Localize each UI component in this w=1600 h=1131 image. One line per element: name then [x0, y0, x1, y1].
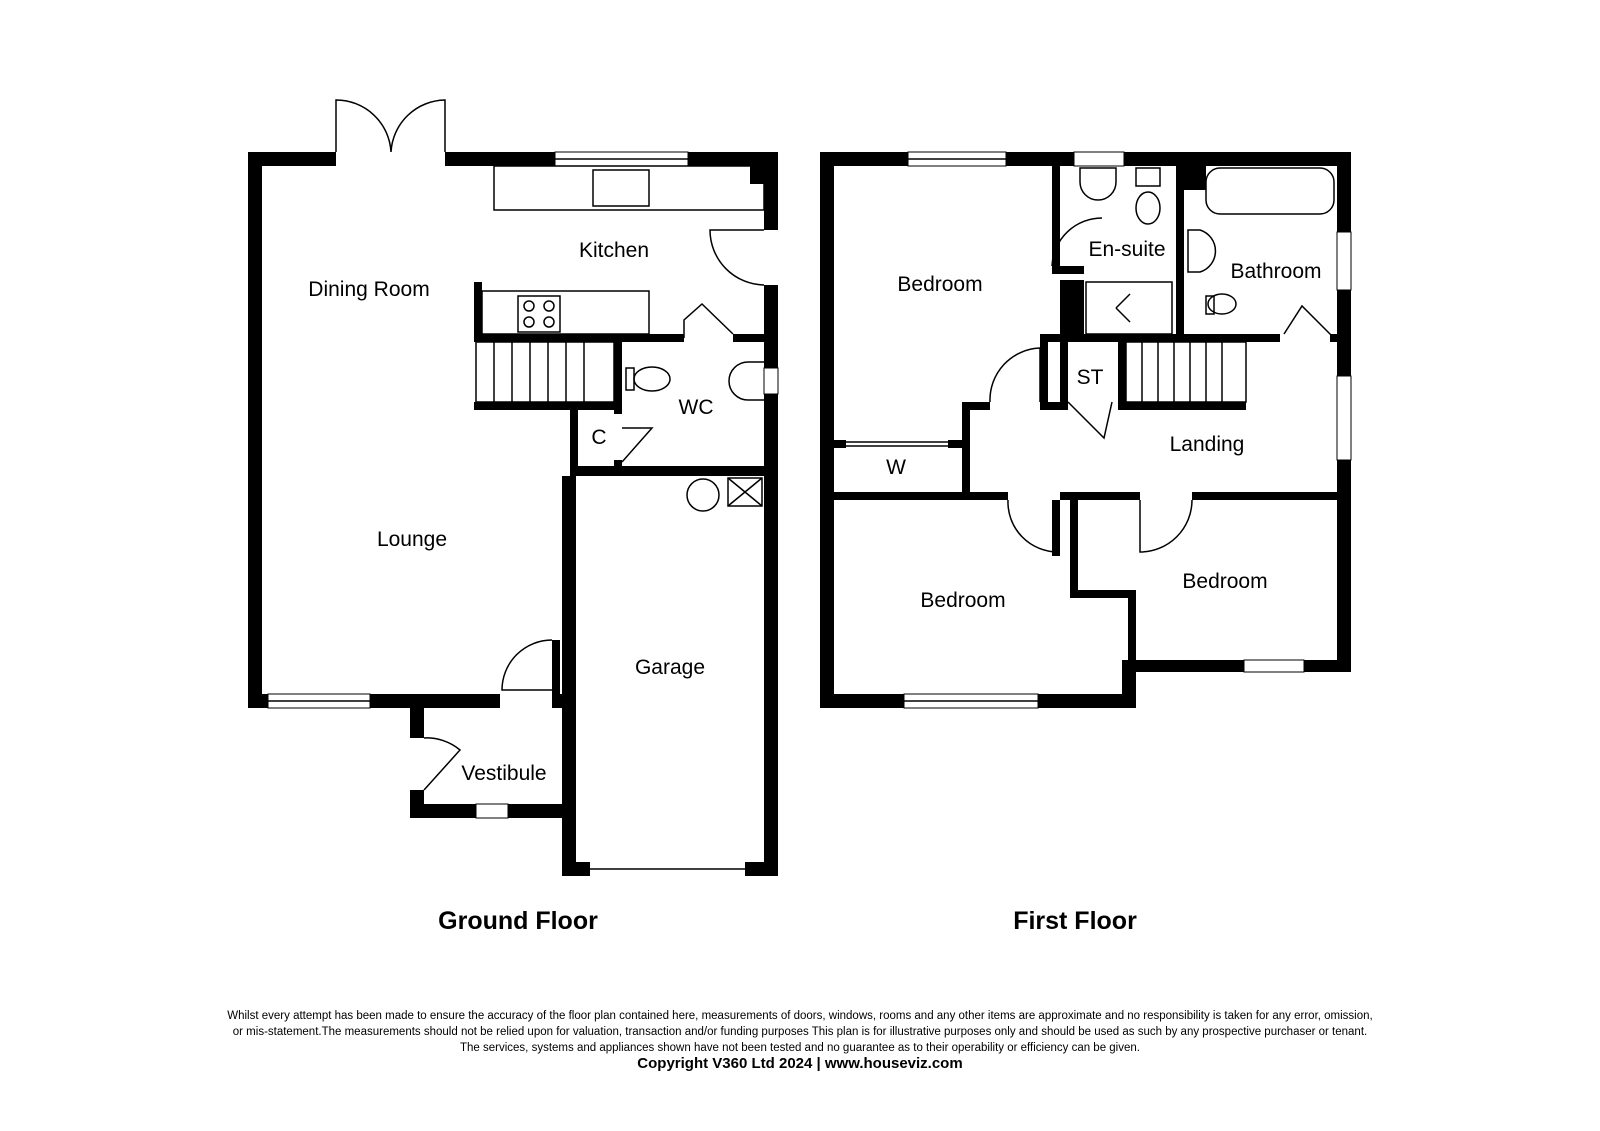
- ground-floor-plan: Dining Room Kitchen WC C Lounge Garage V…: [248, 99, 779, 935]
- room-bedroom-1: Bedroom: [897, 273, 982, 296]
- lounge-door: [501, 639, 553, 691]
- wc-fixtures: [625, 361, 764, 401]
- boiler-icons: [686, 477, 763, 512]
- copyright: Copyright V360 Ltd 2024 | www.houseviz.c…: [637, 1055, 963, 1072]
- ensuite-door: [1051, 217, 1103, 267]
- vestibule-door: [423, 737, 462, 791]
- kitchen-worktop-2: [481, 290, 650, 335]
- landing-stairs: [1125, 341, 1247, 403]
- room-dining-room: Dining Room: [308, 278, 429, 301]
- vestibule-window: [475, 803, 509, 819]
- room-wardrobe: W: [886, 456, 906, 479]
- room-vestibule: Vestibule: [461, 762, 546, 785]
- stairs: [475, 341, 615, 403]
- ensuite-fixtures: [1079, 167, 1173, 335]
- wardrobe-sliding-doors: [846, 441, 948, 447]
- cupboard-door: [621, 427, 654, 463]
- hob-icon: [517, 295, 561, 333]
- sink-icon: [592, 169, 650, 207]
- room-wc: WC: [679, 396, 714, 419]
- disclaimer-line-3: The services, systems and appliances sho…: [460, 1042, 1140, 1054]
- landing-window: [1336, 375, 1352, 461]
- bathroom-fixtures: [1187, 167, 1335, 315]
- disclaimer-line-2: or mis-statement.The measurements should…: [232, 1026, 1368, 1038]
- kitchen-worktop: [493, 165, 765, 211]
- room-bathroom: Bathroom: [1230, 260, 1321, 283]
- room-cupboard: C: [591, 426, 606, 449]
- first-floor-title: First Floor: [1013, 907, 1137, 935]
- room-kitchen: Kitchen: [579, 239, 649, 262]
- wc-window: [763, 367, 779, 395]
- room-bedroom-3: Bedroom: [1182, 570, 1267, 593]
- french-doors: [335, 99, 446, 153]
- first-floor-walls: [820, 152, 1351, 708]
- wc-door: [683, 302, 734, 338]
- room-lounge: Lounge: [377, 528, 447, 551]
- bedroom1-door: [989, 347, 1041, 403]
- room-store: ST: [1077, 366, 1104, 389]
- first-floor-plan: Bedroom En-suite Bathroom ST W Landing B…: [820, 151, 1352, 935]
- store-door: [1067, 401, 1113, 440]
- ground-floor-title: Ground Floor: [438, 907, 598, 935]
- ensuite-window: [1073, 151, 1125, 167]
- disclaimer-line-1: Whilst every attempt has been made to en…: [227, 1010, 1373, 1022]
- bathroom-door: [1283, 304, 1333, 337]
- bathroom-window: [1336, 231, 1352, 291]
- bedroom2-door: [1007, 499, 1059, 553]
- bedroom3-window: [1243, 659, 1305, 673]
- room-bedroom-2: Bedroom: [920, 589, 1005, 612]
- room-garage: Garage: [635, 656, 705, 679]
- kitchen-door: [709, 229, 765, 286]
- disclaimer: Whilst every attempt has been made to en…: [100, 1008, 1500, 1072]
- room-landing: Landing: [1170, 433, 1245, 456]
- room-ensuite: En-suite: [1088, 238, 1165, 261]
- bedroom3-door: [1139, 499, 1193, 553]
